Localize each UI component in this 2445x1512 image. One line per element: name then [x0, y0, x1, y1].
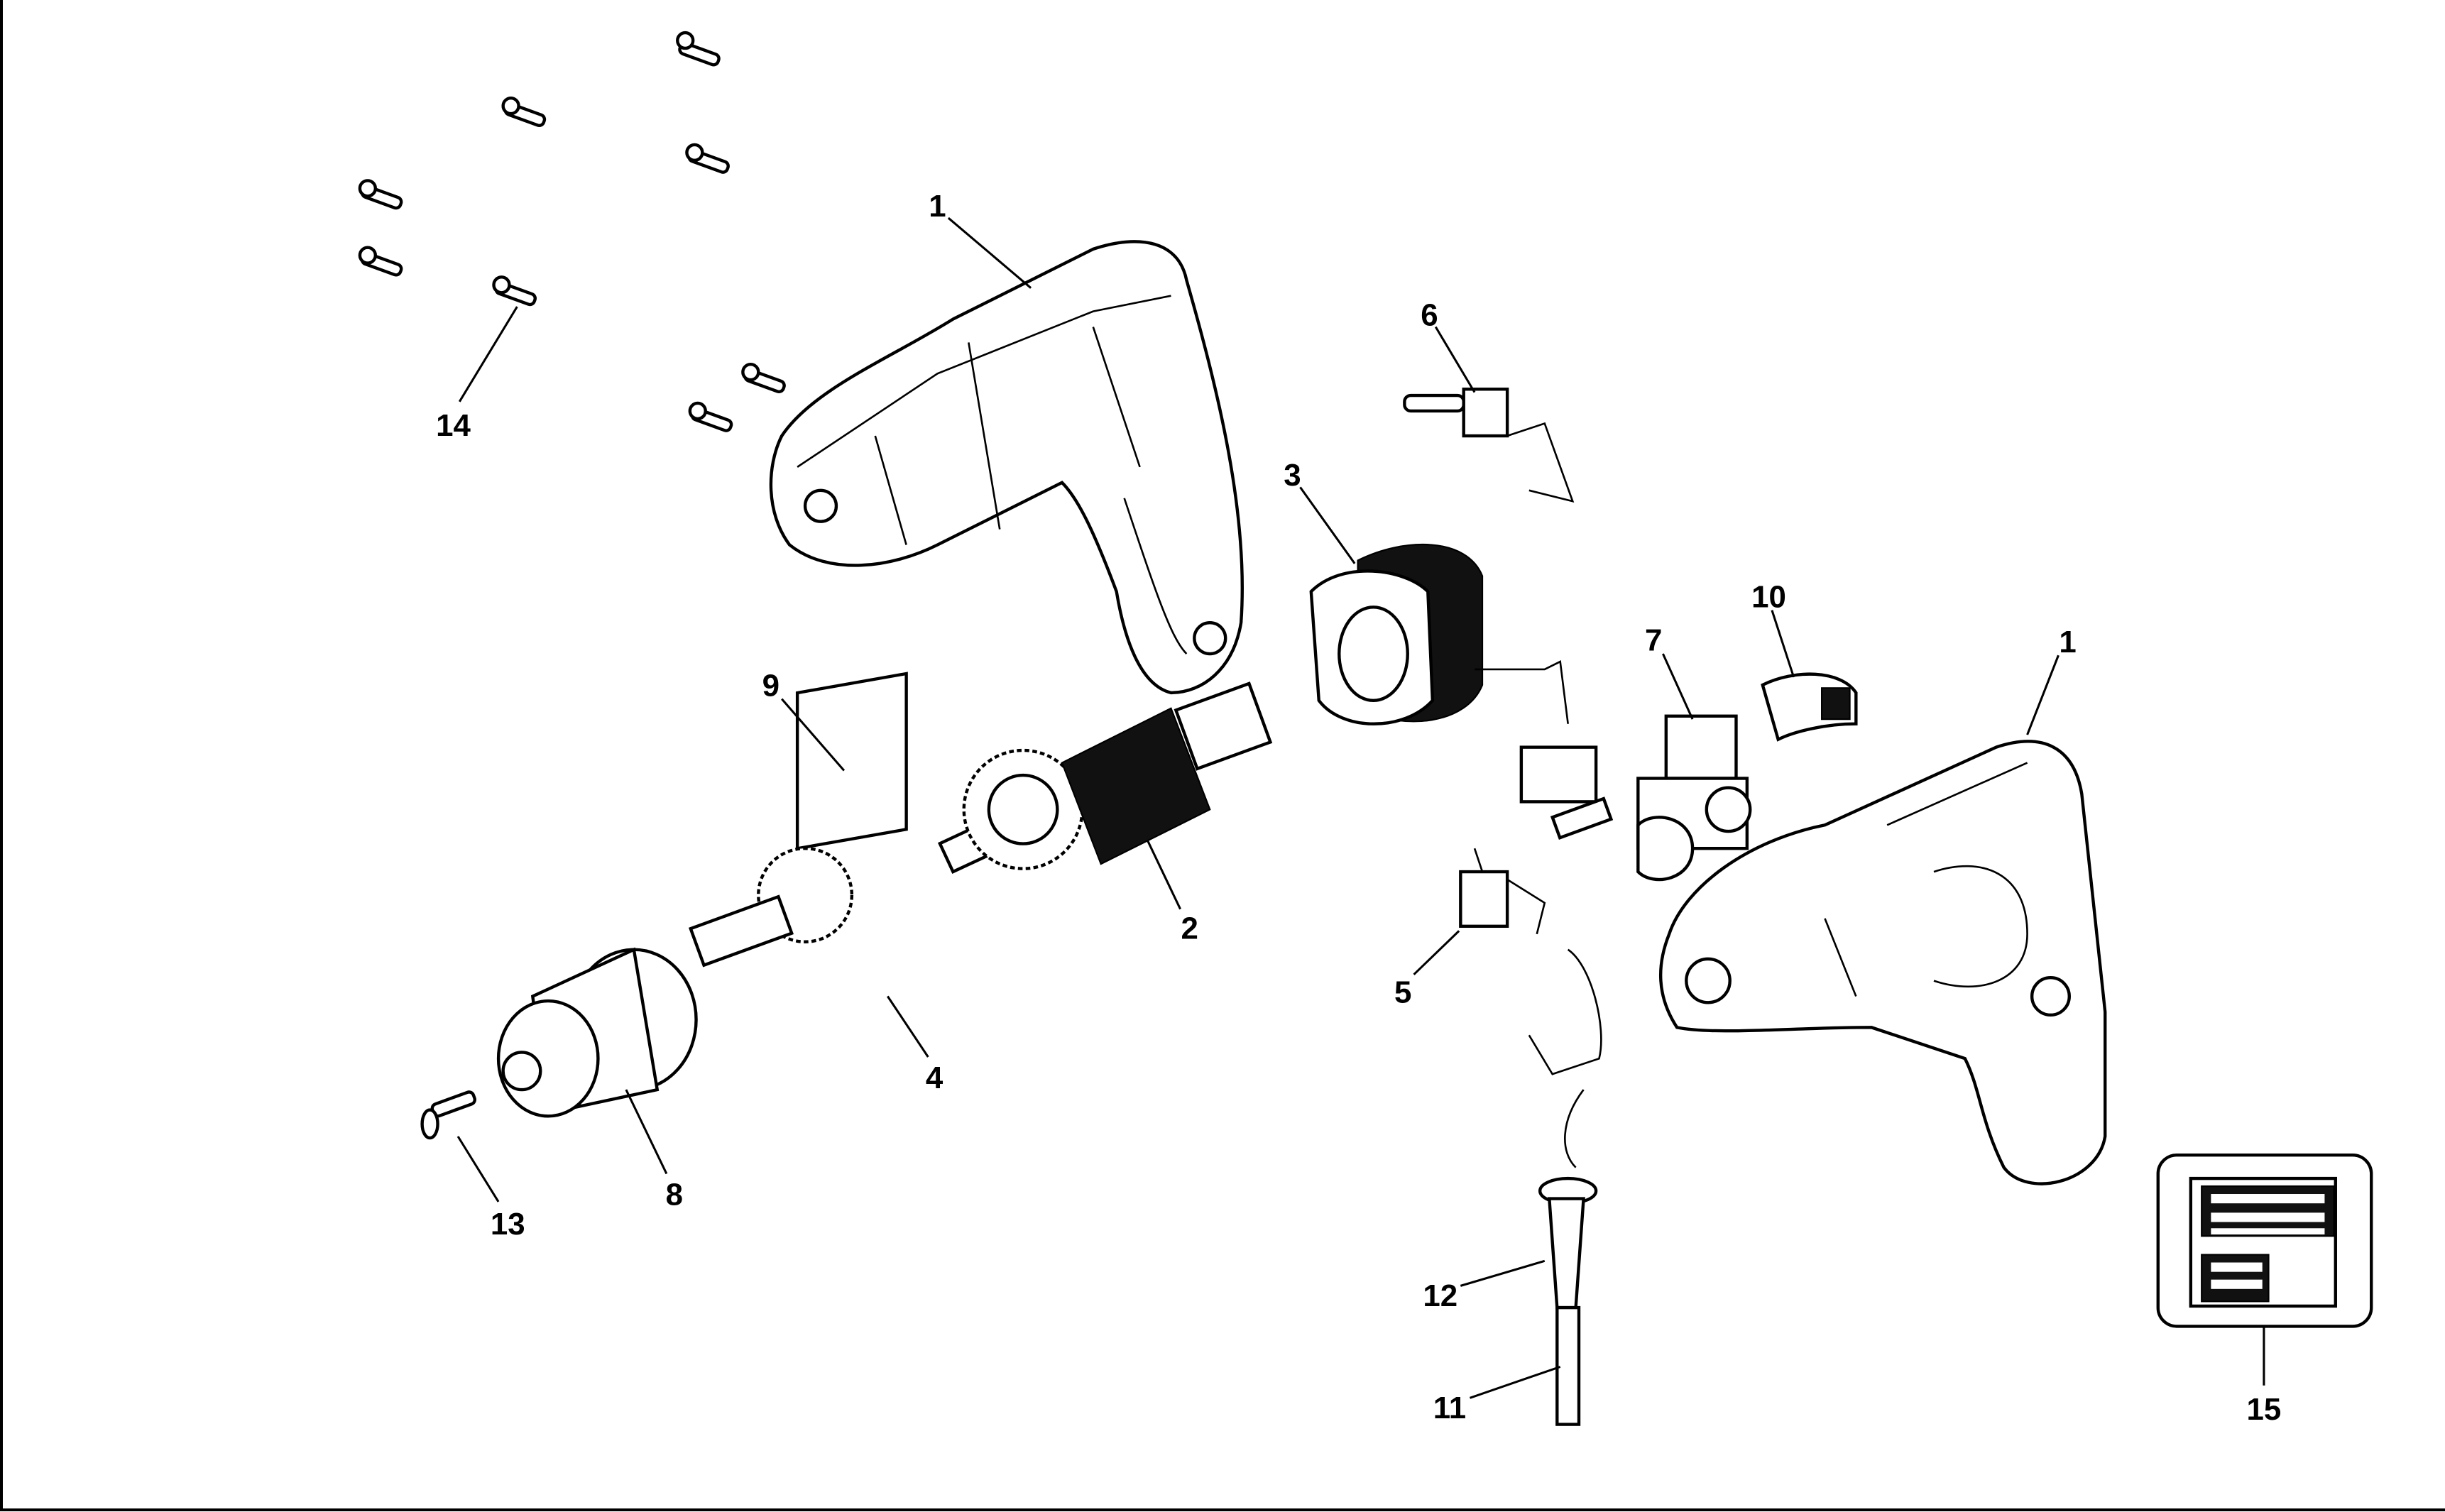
callout-labels: 1 14 6 3 10 7 1 9 2 5 4 8 13 12 11 15: [436, 189, 2281, 1427]
gear-assembly-4: [688, 672, 908, 968]
callout-14: 14: [436, 408, 471, 443]
capacitor: [1519, 745, 1598, 804]
callout-13: 13: [491, 1207, 525, 1242]
callout-1-left: 1: [929, 189, 946, 224]
housing-left: [769, 240, 1244, 695]
armature-2: [937, 681, 1273, 874]
chuck-8: [496, 947, 698, 1118]
cord-11-12: [1528, 948, 1602, 1426]
callout-11: 11: [1433, 1391, 1466, 1425]
diagram-svg: 1 14 6 3 10 7 1 9 2 5 4 8 13 12 11 15: [358, 31, 2373, 1427]
switch-part-6: [1403, 388, 1575, 503]
callout-9: 9: [762, 668, 780, 703]
screws-14: [358, 31, 786, 432]
callout-8: 8: [666, 1177, 683, 1212]
callout-4: 4: [926, 1061, 943, 1095]
callout-7: 7: [1645, 623, 1662, 658]
screw-13: [420, 1090, 477, 1140]
callout-10: 10: [1751, 579, 1786, 614]
field-stator-3: [1309, 544, 1569, 725]
callout-15: 15: [2247, 1392, 2282, 1427]
callout-5: 5: [1394, 975, 1411, 1009]
housing-right: [1659, 740, 2107, 1185]
leader-lines: [456, 217, 2265, 1399]
callout-6: 6: [1421, 297, 1438, 332]
switch-7: [1550, 714, 1752, 882]
callout-1-right: 1: [2059, 625, 2076, 659]
callout-2: 2: [1181, 911, 1198, 946]
callout-3: 3: [1284, 458, 1301, 493]
trigger-button: [1821, 687, 1851, 721]
label-plate-15: [2156, 1154, 2373, 1328]
part-5: [1459, 848, 1546, 935]
callout-12: 12: [1423, 1278, 1457, 1313]
